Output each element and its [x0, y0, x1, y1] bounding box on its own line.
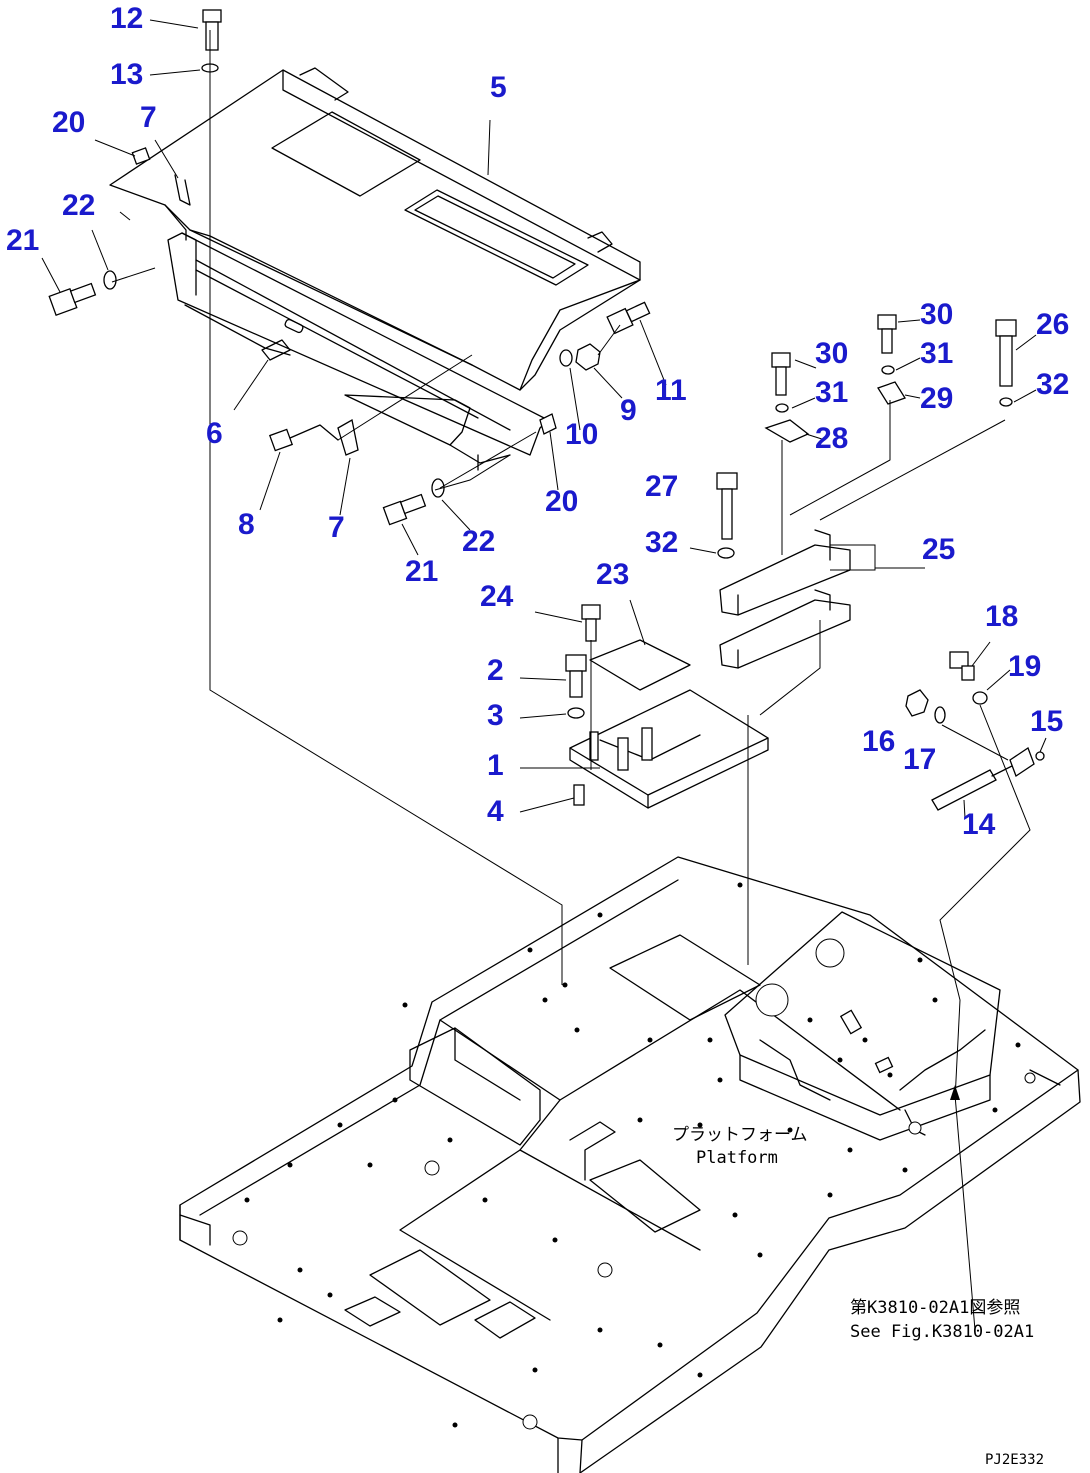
callout-31b: 31 [920, 337, 954, 370]
callout-22: 22 [62, 189, 96, 222]
callout-18: 18 [985, 600, 1019, 633]
callout-12: 12 [110, 2, 144, 35]
callout-4: 4 [487, 795, 504, 828]
callout-9: 9 [620, 394, 637, 427]
cover-part-5 [109, 67, 641, 391]
callout-19: 19 [1008, 650, 1042, 683]
bracket-part-25 [719, 529, 925, 669]
platform-right-plate [724, 911, 1001, 1141]
reference-label-jp: 第K3810-02A1図参照 [850, 1298, 1021, 1318]
callout-1: 1 [487, 749, 504, 782]
callout-11: 11 [655, 374, 687, 407]
callout-6: 6 [206, 417, 223, 450]
callout-23: 23 [596, 558, 630, 591]
reference-label-en: See Fig.K3810-02A1 [850, 1322, 1035, 1342]
callout-16: 16 [862, 725, 896, 758]
callout-24: 24 [480, 580, 514, 613]
platform-frame [179, 856, 1081, 1473]
callout-27: 27 [645, 470, 679, 503]
callout-20b: 20 [545, 485, 579, 518]
callout-7b: 7 [328, 511, 345, 544]
callout-30b: 30 [920, 298, 954, 331]
callout-22b: 22 [462, 525, 496, 558]
callout-8: 8 [238, 508, 255, 541]
callout-3: 3 [487, 699, 504, 732]
callout-5: 5 [490, 71, 507, 104]
callout-15: 15 [1030, 705, 1064, 738]
platform-label-jp: プラットフォーム [672, 1125, 808, 1145]
callout-26: 26 [1036, 308, 1070, 341]
panel-part-6 [167, 232, 549, 471]
callout-13: 13 [110, 58, 144, 91]
callout-7: 7 [140, 101, 157, 134]
callout-29: 29 [920, 382, 954, 415]
callout-20: 20 [52, 106, 86, 139]
platform-label-en: Platform [696, 1148, 778, 1168]
callout-14: 14 [962, 808, 996, 841]
callout-31: 31 [815, 376, 849, 409]
callout-32: 32 [1036, 368, 1070, 401]
callout-2: 2 [487, 654, 504, 687]
leader-lines [41, 19, 1047, 1331]
callout-25: 25 [922, 533, 956, 566]
callout-30: 30 [815, 337, 849, 370]
callout-21b: 21 [405, 555, 439, 588]
drawing-code: PJ2E332 [985, 1452, 1045, 1468]
callout-17: 17 [903, 743, 937, 776]
plate-part-1 [569, 639, 769, 809]
callout-10: 10 [565, 418, 599, 451]
callout-32b: 32 [645, 526, 679, 559]
callout-21: 21 [6, 224, 40, 257]
hardware-parts [48, 9, 1045, 811]
callout-28: 28 [815, 422, 849, 455]
